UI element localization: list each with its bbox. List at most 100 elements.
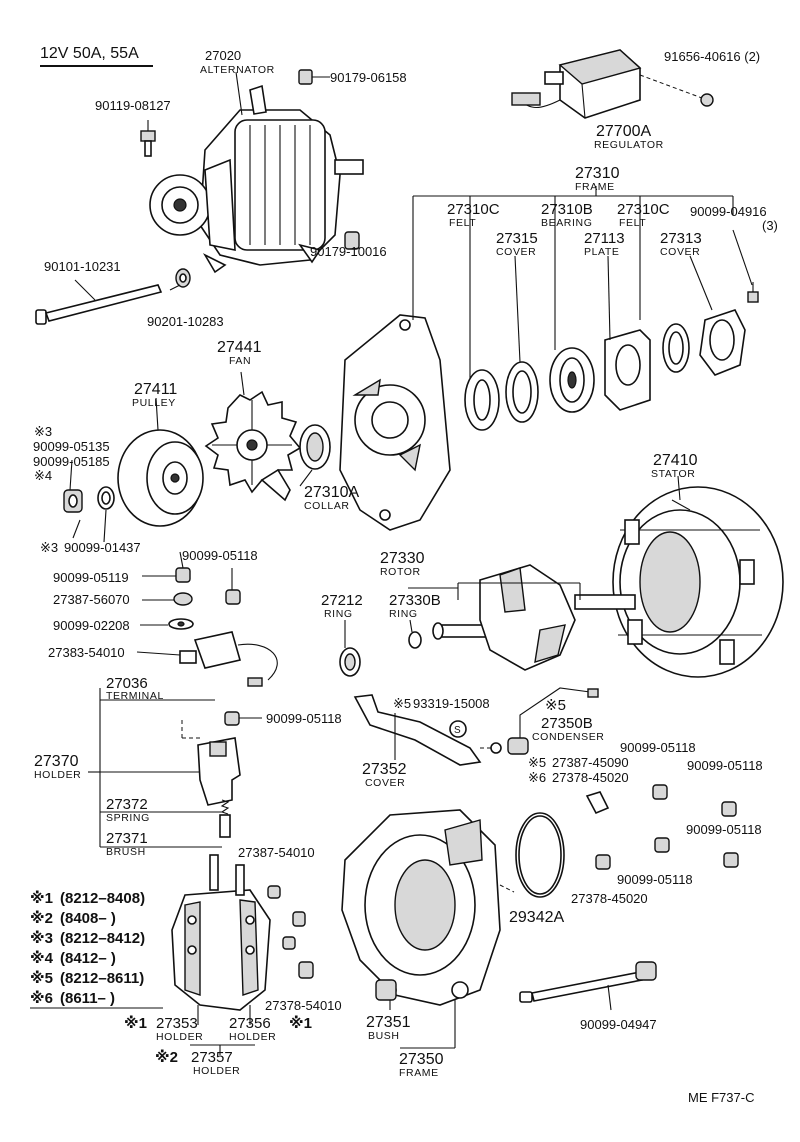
label-90099-05119: 90099-05119 <box>53 570 129 585</box>
part-caption: TERMINAL <box>106 690 164 702</box>
part-caption: PULLEY <box>132 397 176 409</box>
label-washer-b: 90201-10283 <box>147 314 224 329</box>
part-number: 27411 <box>134 381 177 398</box>
part-number: 90099-01437 <box>64 540 141 555</box>
legend-range: (8212–8408) <box>60 890 145 907</box>
alternator-drawing <box>149 84 364 274</box>
collar-drawing <box>299 424 331 470</box>
label-condenser: ※5 27350B CONDENSER <box>532 697 604 743</box>
holder-drawing <box>181 720 241 838</box>
label-frame-bottom: 27350 FRAME <box>399 1051 444 1079</box>
label-27387-54010: 27387-54010 <box>238 845 315 860</box>
pulley-drawing <box>117 429 204 527</box>
part-number: 27387-45090 <box>552 755 629 770</box>
legend-range: (8212–8412) <box>60 930 145 947</box>
part-number: 27372 <box>106 796 148 813</box>
part-number: 27352 <box>362 761 407 778</box>
stator-drawing <box>612 486 784 678</box>
legend-range: (8412– ) <box>60 950 116 967</box>
part-number: 27310A <box>304 484 359 501</box>
regulator-drawing <box>511 49 714 119</box>
part-number: 27371 <box>106 830 148 847</box>
label-90099-02208: 90099-02208 <box>53 618 130 633</box>
part-caption: FRAME <box>399 1067 439 1079</box>
label-frame-top: 27310 FRAME <box>575 165 620 193</box>
legend-range: (8611– ) <box>60 990 115 1007</box>
note-4-mark: ※4 <box>34 468 52 483</box>
part-caption: FELT <box>449 217 476 229</box>
part-caption: COLLAR <box>304 500 350 512</box>
part-caption: PLATE <box>584 246 619 258</box>
part-number: 27370 <box>34 753 79 770</box>
part-caption: RING <box>324 608 353 620</box>
pulley-nut-drawing <box>63 486 115 513</box>
part-number: 27351 <box>366 1014 411 1031</box>
label-pulley-nut-1: 90099-05135 <box>33 439 110 454</box>
legend: ※1 (8212–8408) ※2 (8408– ) ※3 (8212–8412… <box>30 889 145 1007</box>
bolt-long-drawing <box>35 279 163 325</box>
part-number: 27357 <box>191 1049 233 1066</box>
label-bush: 27351 BUSH <box>366 1014 411 1042</box>
part-number: 27020 <box>205 48 241 63</box>
small-parts-right-drawing <box>585 784 739 870</box>
label-90099-05118-d: 90099-05118 <box>687 758 763 773</box>
note-mark: ※5 <box>393 696 411 711</box>
part-number: 27350 <box>399 1051 444 1068</box>
rectifier-holder-drawing <box>171 854 271 1011</box>
legend-mark: ※6 <box>30 989 53 1007</box>
part-number: 27330B <box>389 592 441 609</box>
part-caption: COVER <box>496 246 536 258</box>
note-mark: ※6 <box>528 770 546 785</box>
note-mark: ※1 <box>124 1014 147 1032</box>
frame-group-bracket <box>412 186 753 378</box>
part-number: 27353 <box>156 1015 198 1032</box>
label-through-bolt: 90099-04947 <box>580 1017 657 1032</box>
fan-drawing <box>204 390 302 502</box>
label-oring: 29342A <box>509 909 564 926</box>
rotor-drawing <box>408 564 636 671</box>
label-bearing: 27310B BEARING <box>541 201 593 229</box>
note-mark: ※2 <box>155 1048 178 1066</box>
part-number: 27356 <box>229 1015 271 1032</box>
label-pulley: 27411 PULLEY <box>132 381 177 409</box>
label-spring: 27372 SPRING <box>106 796 150 824</box>
leader-lines <box>69 71 681 656</box>
small-parts-left-drawing <box>168 567 278 726</box>
label-bolt-long: 90101-10231 <box>44 259 121 274</box>
label-condenser-screw: ※5 93319-15008 <box>393 696 490 711</box>
note-mark: ※5 <box>545 697 566 714</box>
quantity: (3) <box>762 218 778 233</box>
label-pulley-nut-2: 90099-05185 <box>33 454 110 469</box>
frame-top-rings-drawing <box>464 282 759 431</box>
part-number: 27310B <box>541 201 593 218</box>
label-90099-05118-a: 90099-05118 <box>182 548 258 563</box>
part-caption: BRUSH <box>106 846 146 858</box>
part-caption: HOLDER <box>193 1065 240 1077</box>
part-caption: COVER <box>365 777 405 789</box>
label-collar: 27310A COLLAR <box>304 484 359 512</box>
note-mark: ※5 <box>528 755 546 770</box>
note-mark: ※3 <box>40 540 58 555</box>
part-number: 27113 <box>584 230 625 247</box>
washer-b-drawing <box>175 268 191 288</box>
label-ring-1: 27212 RING <box>321 592 363 620</box>
part-caption: STATOR <box>651 468 695 480</box>
label-regulator: 27700A REGULATOR <box>594 123 663 151</box>
label-stator: 27410 STATOR <box>651 452 698 480</box>
oring-drawing <box>499 812 565 898</box>
part-number: 27212 <box>321 592 363 609</box>
part-caption: BUSH <box>368 1030 400 1042</box>
part-caption: FRAME <box>575 181 615 193</box>
label-bolt-a: 90119-08127 <box>95 98 171 113</box>
part-caption: ROTOR <box>380 566 421 578</box>
label-screw: 90099-04916 (3) <box>690 204 778 233</box>
s-mark: S <box>454 725 461 736</box>
label-27378-45020-b: 27378-45020 <box>571 891 648 906</box>
holder-bottom-bracket <box>30 1005 255 1055</box>
part-number: 27700A <box>596 123 651 140</box>
label-felt-2: 27310C FELT <box>617 201 670 229</box>
label-27387-56070: 27387-56070 <box>53 592 130 607</box>
part-caption: SPRING <box>106 812 150 824</box>
label-fan: 27441 FAN <box>217 339 262 367</box>
